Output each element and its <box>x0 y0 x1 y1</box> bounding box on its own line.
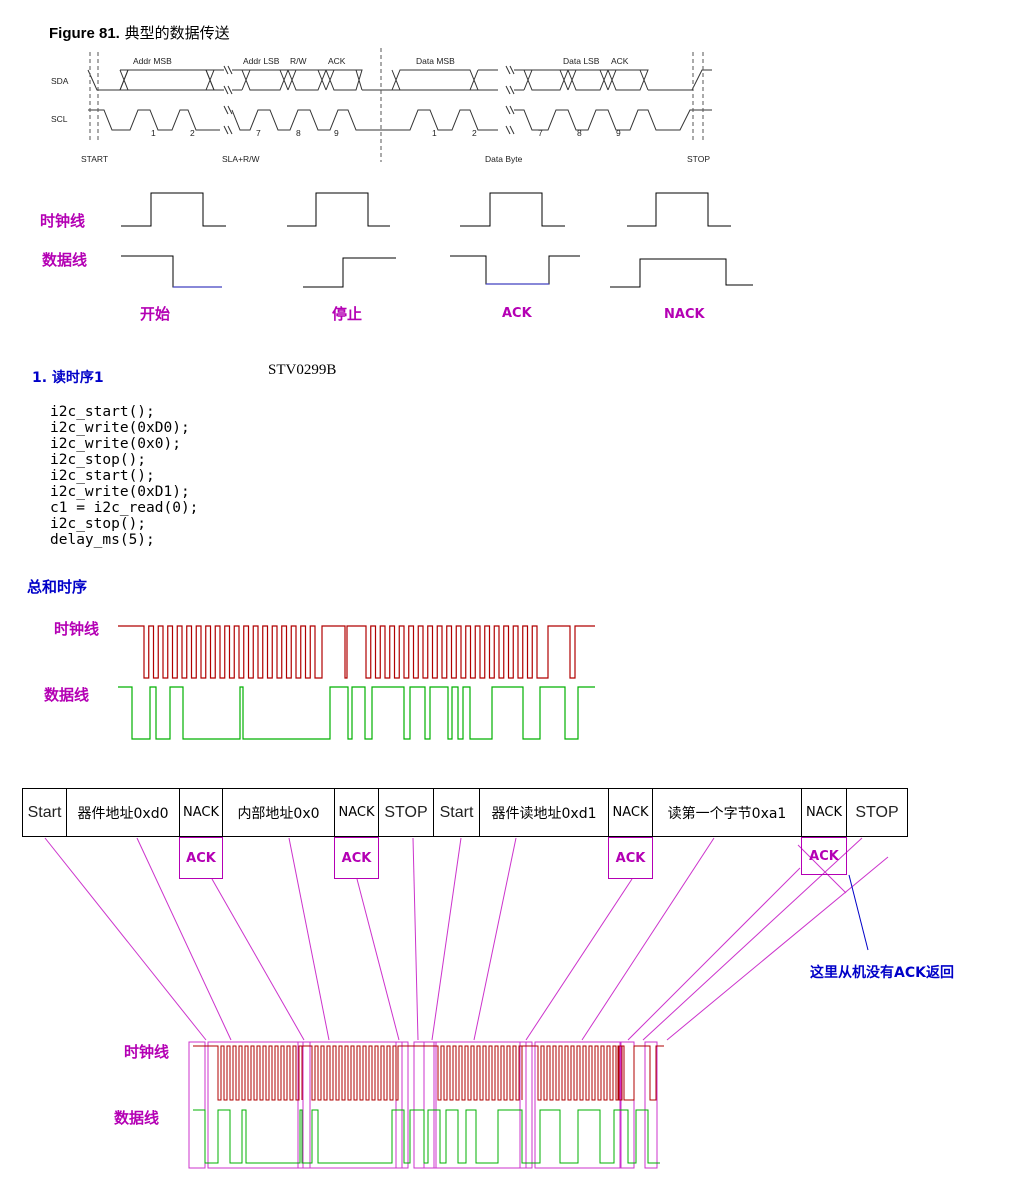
scl-label: SCL <box>51 114 68 124</box>
bit-label: 9 <box>616 128 621 138</box>
bit-label: 2 <box>472 128 477 138</box>
overall-clock-label: 时钟线 <box>54 620 100 638</box>
condition-nack-label: NACK <box>664 307 705 322</box>
sda-label: SDA <box>51 76 69 86</box>
section-heading: 1. 读时序1 <box>32 370 104 386</box>
fig81-sda-waveform <box>87 69 712 91</box>
mapping-lines <box>44 837 889 1041</box>
condition-start-label: 开始 <box>140 305 171 323</box>
ack-box: ACK <box>334 837 379 879</box>
bit-label: 9 <box>334 128 339 138</box>
chip-name: STV0299B <box>268 362 337 378</box>
bit-label: 1 <box>432 128 437 138</box>
note-pointer-line <box>848 874 869 951</box>
stop-label: STOP <box>687 154 710 164</box>
legend-blue-accents <box>173 283 549 288</box>
addr-msb-label: Addr MSB <box>133 56 172 66</box>
waveform-path <box>193 1109 660 1164</box>
code-block: i2c_start(); i2c_write(0xD0); i2c_write(… <box>50 404 199 548</box>
figure-number: Figure 81. <box>49 25 120 42</box>
bit-label: 2 <box>190 128 195 138</box>
bit-label: 8 <box>577 128 582 138</box>
seq-nack-cell: NACK <box>179 788 223 837</box>
seq-start-cell: Start <box>433 788 480 837</box>
ack-box-crossed: ACK <box>801 837 847 875</box>
seq-device-address-cell: 器件地址0xd0 <box>66 788 180 837</box>
condition-ack-label: ACK <box>502 306 532 321</box>
seq-start-cell: Start <box>22 788 67 837</box>
legend-clock-waveforms <box>121 192 731 227</box>
zoom-boxes <box>188 1041 658 1169</box>
seq-read-address-cell: 器件读地址0xd1 <box>479 788 609 837</box>
zoom-data-waveform <box>193 1109 660 1164</box>
addr-lsb-label: Addr LSB <box>243 56 280 66</box>
seq-stop-cell: STOP <box>846 788 908 837</box>
fig81-break-marks <box>223 65 515 135</box>
condition-stop-label: 停止 <box>332 305 363 323</box>
waveform-path <box>118 625 595 679</box>
bit-label: 7 <box>256 128 261 138</box>
zoom-clock-waveform <box>193 1045 664 1101</box>
seq-nack-cell: NACK <box>334 788 379 837</box>
seq-nack-cell: NACK <box>801 788 847 837</box>
waveform-path <box>193 1045 664 1101</box>
bit-label: 8 <box>296 128 301 138</box>
overall-data-waveform <box>118 686 595 740</box>
start-label: START <box>81 154 109 164</box>
sla-rw-label: SLA+R/W <box>222 154 260 164</box>
seq-read-byte-cell: 读第一个字节0xa1 <box>652 788 802 837</box>
overall-data-label: 数据线 <box>44 686 90 704</box>
legend-data-waveforms <box>121 255 753 288</box>
overall-clock-waveform <box>118 625 595 679</box>
bit-label: 1 <box>151 128 156 138</box>
overall-heading: 总和时序 <box>27 578 88 596</box>
figure-caption: 典型的数据传送 <box>124 24 230 42</box>
ack2-label: ACK <box>611 56 629 66</box>
no-ack-note: 这里从机没有ACK返回 <box>810 965 954 981</box>
fig81-scl-waveform <box>88 109 712 131</box>
ack-box: ACK <box>608 837 653 879</box>
seq-stop-cell: STOP <box>378 788 434 837</box>
ack1-label: ACK <box>328 56 346 66</box>
data-msb-label: Data MSB <box>416 56 455 66</box>
bit-label: 7 <box>538 128 543 138</box>
fig81-dashed-guides <box>89 48 704 162</box>
ack-box: ACK <box>179 837 223 879</box>
rw-label: R/W <box>290 56 307 66</box>
seq-nack-cell: NACK <box>608 788 653 837</box>
waveform-path <box>118 686 595 740</box>
seq-internal-address-cell: 内部地址0x0 <box>222 788 335 837</box>
zoom-clock-label: 时钟线 <box>124 1043 170 1061</box>
figure-title: Figure 81. 典型的数据传送 <box>49 22 230 43</box>
zoom-data-label: 数据线 <box>114 1109 160 1127</box>
data-lsb-label: Data LSB <box>563 56 600 66</box>
legend-data-label: 数据线 <box>42 251 88 269</box>
data-byte-label: Data Byte <box>485 154 523 164</box>
legend-clock-label: 时钟线 <box>40 212 86 230</box>
